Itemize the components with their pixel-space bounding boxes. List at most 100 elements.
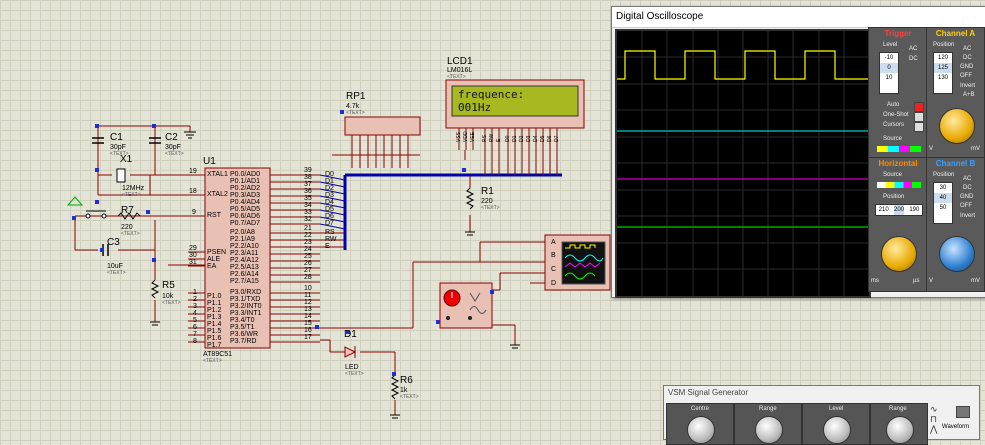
u1-pin-num: 1 [193, 289, 197, 296]
trigger-dc[interactable]: DC [909, 56, 918, 62]
horizontal-time-knob[interactable] [881, 236, 917, 272]
u1-pin-num: 37 [304, 181, 312, 188]
d1-text: <TEXT> [345, 371, 364, 377]
r1-text: <TEXT> [481, 205, 500, 211]
channel-b-position-selector[interactable]: 30 40 50 [933, 182, 953, 224]
d1-led[interactable] [344, 346, 357, 358]
rp1-body[interactable] [344, 116, 421, 136]
oscilloscope-title[interactable]: Digital Oscilloscope [612, 7, 985, 28]
horizontal-title: Horizontal [878, 159, 918, 168]
waveform-selector[interactable]: ∿ ⊓ ⋀ [930, 404, 938, 434]
channel-a-gnd[interactable]: GND [960, 64, 974, 70]
channel-a-dc[interactable]: DC [963, 55, 972, 61]
u1-pin-name: XTAL1 [207, 171, 228, 178]
channel-b-unit-mv: mV [971, 278, 980, 284]
trigger-ac[interactable]: AC [909, 46, 918, 52]
channel-a-ac[interactable]: AC [963, 46, 972, 52]
u1-pin-name: P3.4/T0 [230, 317, 255, 324]
waveform-button[interactable] [956, 406, 970, 418]
generator-range-label: Range [759, 406, 777, 412]
r5-ref: R5 [162, 280, 175, 291]
u1-pin-num: 2 [193, 296, 197, 303]
u1-pin-num: 30 [189, 252, 197, 259]
horizontal-position-value: 190 [909, 207, 920, 213]
channel-a-invert[interactable]: Invert [960, 83, 976, 89]
u1-pin-num: 10 [304, 285, 312, 292]
channel-b-gnd[interactable]: GND [960, 194, 974, 200]
trigger-cursors[interactable]: Cursors [883, 122, 905, 128]
trigger-auto[interactable]: Auto [887, 102, 900, 108]
u1-pin-name: P2.4/A12 [230, 257, 259, 264]
trigger-panel: Trigger Level -10 0 10 AC DC Auto One-Sh… [868, 27, 928, 159]
u1-body[interactable] [204, 167, 271, 349]
triangle-wave-icon[interactable]: ⋀ [930, 424, 938, 434]
u1-pin-name: P1.2 [207, 307, 222, 314]
r5-symbol[interactable] [150, 279, 160, 299]
r6-symbol[interactable] [390, 374, 400, 400]
u1-net-label: D7 [325, 220, 334, 227]
signal-generator-window[interactable]: VSM Signal Generator Centre Range Level … [663, 385, 980, 445]
generator-centre-label: Centre [691, 406, 710, 412]
u1-pin-name: P3.5/T1 [230, 324, 255, 331]
u1-pin-name: P1.1 [207, 300, 222, 307]
horizontal-position-value: 200 [893, 205, 904, 215]
cursors-toggle-icon[interactable] [914, 122, 924, 132]
channel-b-invert[interactable]: Invert [960, 213, 976, 219]
square-wave-icon[interactable]: ⊓ [930, 414, 938, 424]
oscilloscope-symbol[interactable] [544, 234, 611, 291]
generator-range-knob[interactable] [755, 416, 783, 444]
channel-a-volts-knob[interactable] [939, 108, 975, 144]
u1-left-pins [188, 174, 205, 343]
reset-button[interactable] [85, 210, 107, 219]
trigger-one-shot[interactable]: One-Shot [883, 112, 909, 118]
channel-b-volts-knob[interactable] [939, 236, 975, 272]
u1-net-label: D3 [325, 192, 334, 199]
u1-pin-name: P3.7/RD [230, 338, 257, 345]
u1-pin-num: 8 [193, 338, 197, 345]
signal-generator-title[interactable]: VSM Signal Generator [668, 388, 749, 397]
c2-symbol[interactable] [149, 137, 161, 144]
channel-b-ac[interactable]: AC [963, 176, 972, 182]
r1-symbol[interactable] [465, 187, 475, 210]
oscilloscope-window[interactable]: Digital Oscilloscope Trigger Level [611, 6, 985, 298]
r6-text: <TEXT> [400, 394, 419, 400]
lcd1-text: <TEXT> [447, 74, 466, 80]
sine-wave-icon[interactable]: ∿ [930, 404, 938, 414]
horizontal-position-selector[interactable]: 210 200 190 [875, 204, 923, 216]
r6-value: 1k [400, 387, 408, 394]
horizontal-source-selector[interactable] [877, 182, 921, 188]
rp1-text: <TEXT> [346, 110, 365, 116]
signal-generator-symbol[interactable] [439, 282, 493, 329]
u1-pin-num: 3 [193, 303, 197, 310]
generator-level-panel: Level [802, 403, 870, 445]
c1-symbol[interactable] [92, 137, 104, 144]
oscilloscope-screen [615, 29, 871, 298]
u1-pin-num: 11 [304, 292, 312, 299]
r7-symbol[interactable] [117, 212, 141, 220]
scope-input-label: A [551, 239, 556, 246]
generator-centre-knob[interactable] [687, 416, 715, 444]
channel-b-dc[interactable]: DC [963, 185, 972, 191]
trigger-level-selector[interactable]: -10 0 10 [879, 52, 899, 94]
u1-pin-name: P0.3/AD3 [230, 192, 260, 199]
r5-value: 10k [162, 293, 174, 300]
generator-level-knob[interactable] [823, 416, 851, 444]
channel-a-position-selector[interactable]: 120 125 130 [933, 52, 953, 94]
u1-net-label: E [325, 243, 330, 250]
channel-b-off[interactable]: OFF [960, 203, 972, 209]
crystal-x1[interactable] [116, 168, 126, 183]
trigger-level-label: Level [883, 42, 898, 48]
c1-value: 30pF [110, 144, 126, 151]
generator-range2-knob[interactable] [886, 416, 914, 444]
r7-value: 220 [121, 224, 133, 231]
one-shot-toggle-icon[interactable] [914, 112, 924, 122]
channel-a-ab[interactable]: A+B [963, 92, 975, 98]
trigger-source-selector[interactable] [877, 146, 921, 152]
u1-pin-num: 16 [304, 327, 312, 334]
u1-right-pins [270, 174, 320, 343]
auto-toggle-icon[interactable] [914, 102, 924, 112]
channel-a-off[interactable]: OFF [960, 73, 972, 79]
u1-pin-name: P2.6/A14 [230, 271, 259, 278]
lcd1-screen [451, 85, 579, 117]
